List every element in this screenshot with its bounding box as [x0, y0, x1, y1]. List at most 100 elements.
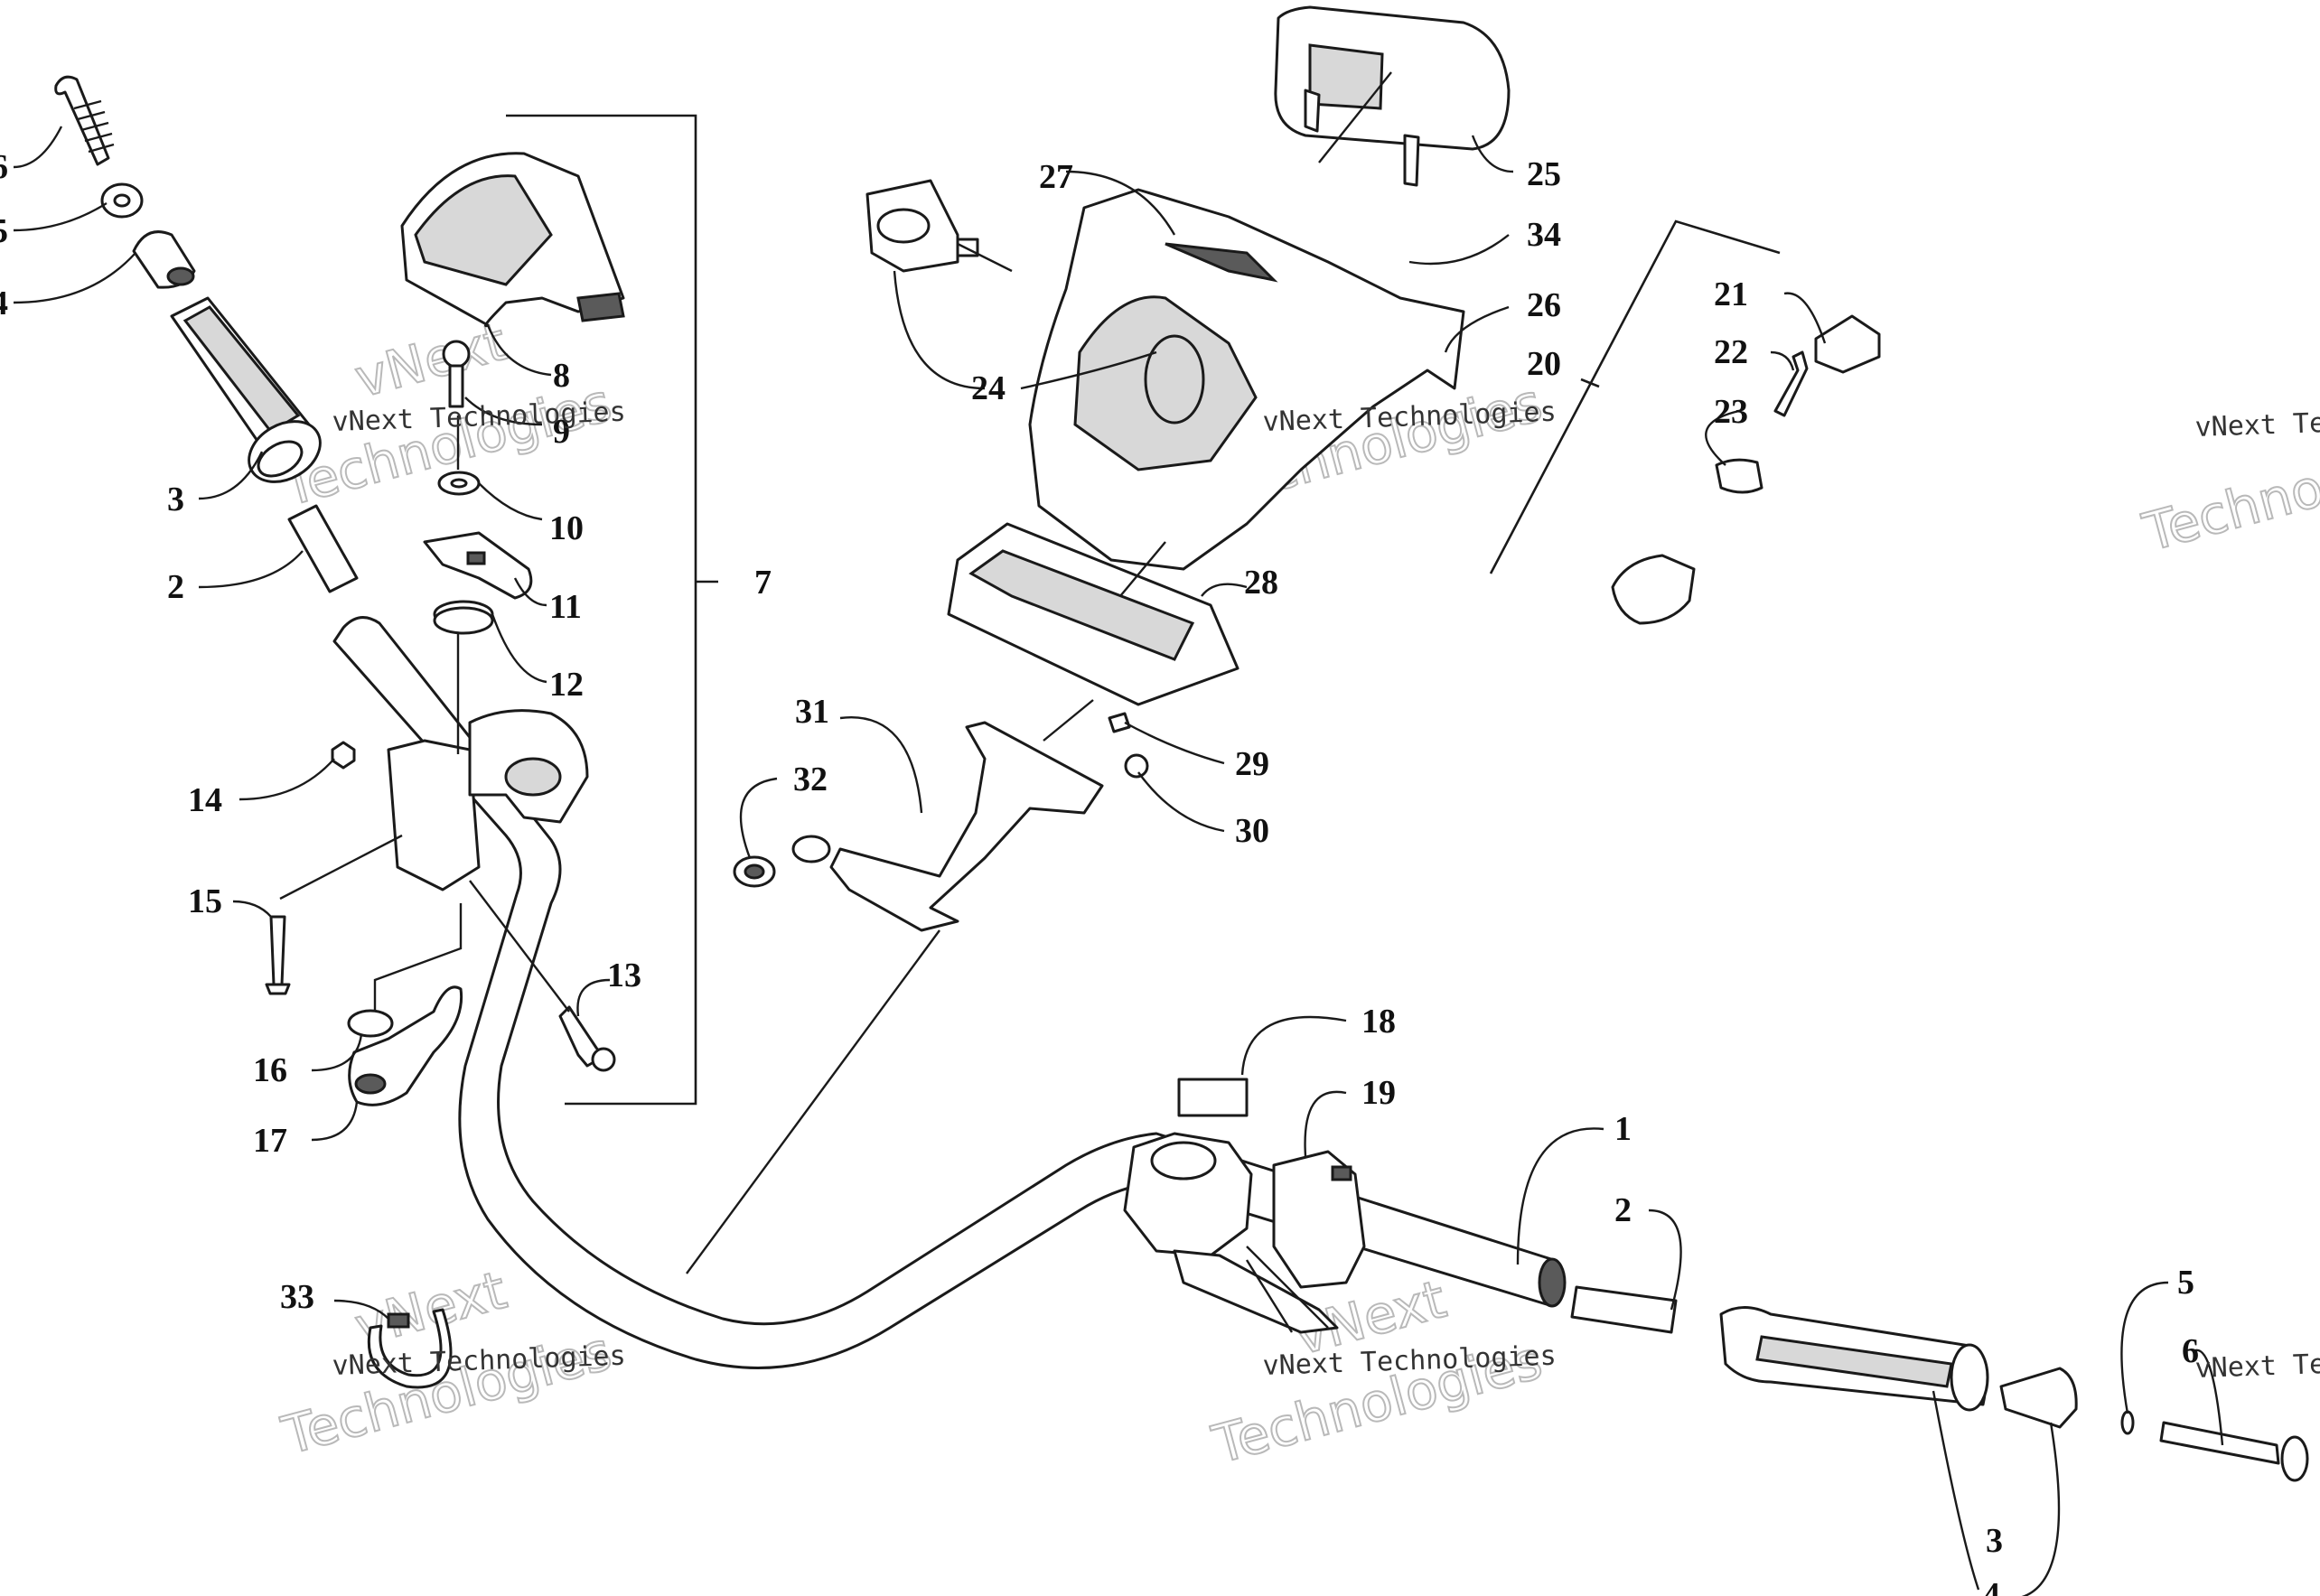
leader-5-right	[2120, 1281, 2169, 1414]
ignition-nut	[1715, 458, 1763, 494]
leader-28	[1201, 583, 1248, 597]
leader-14	[239, 758, 335, 801]
trim-bezel-recess	[968, 549, 1195, 661]
callout-25: 25	[1527, 155, 1561, 193]
return-spring-coil	[433, 606, 494, 635]
leader-6	[13, 126, 63, 169]
leader-18	[1240, 1015, 1347, 1076]
leader-8	[486, 324, 552, 377]
leader-5	[13, 201, 108, 232]
leader-22	[1770, 350, 1795, 371]
bar-end-cap-hole	[166, 266, 195, 286]
explode-line-25	[1318, 71, 1392, 163]
leader-23	[1705, 409, 1740, 466]
callout-22: 22	[1714, 333, 1748, 371]
explode-line-lever	[1245, 1246, 1329, 1333]
callout-31: 31	[795, 693, 829, 731]
ignition-bracket	[1489, 219, 1781, 574]
explode-line-13	[469, 880, 570, 1013]
leader-3	[198, 451, 264, 500]
right-grip-texture	[1755, 1335, 1953, 1388]
callout-11: 11	[549, 588, 582, 626]
explode-line-24	[957, 242, 1013, 273]
watermark-technologies: Techno	[2137, 457, 2320, 564]
callout-9: 9	[553, 413, 570, 451]
speedometer-studs	[1304, 89, 1420, 187]
thumb-lever-pivot	[354, 1073, 387, 1095]
decal	[1177, 1078, 1249, 1117]
leader-32	[739, 777, 778, 859]
assembly-bracket	[506, 114, 697, 1106]
callout-12: 12	[549, 666, 584, 704]
throttle-housing-assembly	[265, 152, 625, 1106]
ignition-cap	[1611, 554, 1696, 625]
socket-ring	[1144, 334, 1205, 425]
power-socket-mouth	[876, 208, 931, 244]
fastener	[1124, 753, 1149, 779]
bar-end-cap	[1999, 1367, 2078, 1429]
callout-14: 14	[188, 781, 222, 819]
bolt	[2159, 1421, 2280, 1465]
leader-12	[491, 613, 547, 684]
right-grip-flange	[1950, 1343, 1989, 1412]
callout-5: 5	[0, 212, 8, 250]
brake-lever	[1173, 1249, 1339, 1334]
leader-25	[1471, 135, 1514, 173]
callout-20: 20	[1527, 345, 1561, 383]
center-pod-assembly	[733, 5, 1511, 932]
housing-screw	[558, 1005, 605, 1068]
bolt-head	[2280, 1435, 2309, 1482]
callout-2-right: 2	[1614, 1191, 1632, 1229]
throttle-lever	[423, 531, 533, 600]
callout-30: 30	[1235, 812, 1269, 850]
callout-1: 1	[1614, 1110, 1632, 1148]
housing-screw-head	[591, 1047, 616, 1072]
throttle-housing-bore	[504, 757, 562, 797]
leader-29	[1124, 721, 1225, 765]
right-throttle-sleeve	[1570, 1285, 1678, 1334]
leader-24	[893, 270, 986, 390]
callout-32: 32	[793, 761, 828, 798]
callout-13: 13	[607, 957, 641, 994]
o-ring	[347, 1009, 394, 1038]
leader-13	[576, 978, 611, 1017]
explode-line-bracket	[686, 929, 940, 1274]
throttle-cover-face	[414, 174, 553, 286]
callout-17: 17	[253, 1122, 287, 1160]
callout-16: 16	[253, 1051, 287, 1089]
callout-34: 34	[1527, 216, 1561, 254]
callout-18: 18	[1361, 1003, 1396, 1041]
callout-21: 21	[1714, 275, 1748, 313]
callout-labels: 6 5 4 3 2 8 9 10 11 12 7 14 15 13 16 17 …	[0, 148, 2199, 1596]
explode-line-28	[1119, 541, 1166, 597]
explode-line-16	[373, 903, 463, 1012]
ignition-assembly	[1489, 219, 1881, 625]
callout-29: 29	[1235, 745, 1269, 783]
callout-3-right: 3	[1986, 1522, 2003, 1560]
watermark-small: vNext Technologies vNext Technologies vN…	[332, 397, 2320, 1385]
callout-26: 26	[1527, 286, 1561, 324]
brand-logo-decal	[1165, 242, 1278, 283]
leader-34	[1408, 234, 1510, 266]
leader-6-right	[2194, 1349, 2224, 1446]
switch-housing	[1272, 1150, 1366, 1289]
callout-24: 24	[971, 369, 1006, 407]
speedometer-gauge	[1274, 5, 1511, 151]
leader-10	[478, 482, 543, 521]
screw-head	[265, 983, 291, 995]
ignition-bracket-tick	[1580, 378, 1600, 388]
leader-24b	[1020, 350, 1157, 390]
callout-6-right: 6	[2182, 1332, 2199, 1370]
callout-10: 10	[549, 509, 584, 547]
watermark-text: vNext Tec	[2194, 406, 2320, 443]
clip	[1108, 712, 1131, 733]
leader-2-right	[1648, 1209, 1682, 1311]
nut	[331, 741, 356, 770]
callout-4-right: 4	[1983, 1576, 2000, 1596]
callout-8: 8	[553, 357, 570, 395]
leader-3-right	[1932, 1390, 1980, 1591]
leader-9	[464, 397, 543, 426]
switch-button	[1331, 1165, 1352, 1181]
callout-3: 3	[167, 481, 184, 518]
